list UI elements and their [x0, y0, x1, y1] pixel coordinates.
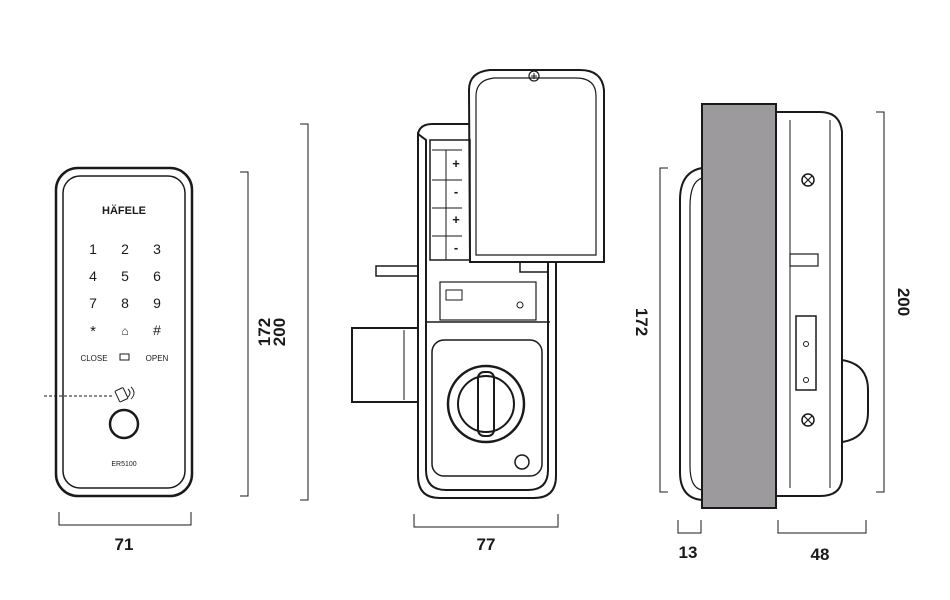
key-8: 8 — [121, 295, 129, 311]
thumb-turn-profile — [841, 359, 869, 443]
open-label: OPEN — [146, 354, 169, 363]
thumb-turn-outer — [446, 364, 526, 444]
rear-width-dim-bracket — [413, 514, 559, 528]
front-panel-profile — [679, 167, 703, 501]
rear-width-dim-label: 77 — [477, 535, 496, 554]
rear-view: + - + - 77 — [351, 69, 605, 554]
key-2: 2 — [121, 241, 129, 257]
key-hash: # — [153, 322, 161, 338]
switch-slot — [445, 289, 463, 301]
width-dim-bracket — [58, 512, 192, 526]
key-4: 4 — [89, 268, 97, 284]
rfid-card-icon — [114, 386, 135, 403]
fingerprint-sensor — [108, 408, 140, 440]
key-6: 6 — [153, 268, 161, 284]
close-label: CLOSE — [80, 354, 107, 363]
battery-plus-2: + — [452, 212, 460, 227]
outer-height-dim-label: 200 — [270, 318, 289, 346]
thumb-turn-plate — [431, 339, 543, 477]
rear-body-profile — [776, 111, 843, 497]
cover-screw-icon — [528, 70, 540, 82]
key-override-hole — [514, 454, 530, 470]
battery-compartment — [429, 139, 471, 261]
thickness-dim-bracket — [677, 520, 702, 534]
key-9: 9 — [153, 295, 161, 311]
model-label: ER5100 — [111, 461, 136, 468]
front-panel-inner — [62, 175, 186, 489]
latch-bar — [375, 265, 419, 277]
side-slot — [795, 315, 817, 391]
front-panel-outer — [54, 166, 194, 498]
small-screw — [516, 301, 524, 309]
side-view: 172 200 13 48 — [632, 103, 913, 564]
side-latch — [789, 253, 819, 267]
side-screw-top — [801, 173, 815, 187]
battery-cover — [467, 69, 605, 263]
thumb-turn-inner — [457, 375, 515, 433]
side-172-dim-label: 172 — [632, 308, 651, 336]
battery-minus-2: - — [454, 240, 458, 255]
key-3: 3 — [153, 241, 161, 257]
door-section — [701, 103, 777, 509]
inner-height-dim-bracket — [240, 171, 249, 497]
brand-logo: HÄFELE — [102, 204, 146, 217]
key-7: 7 — [89, 295, 97, 311]
rear-body-outline — [417, 132, 557, 499]
mechanism-compartment — [439, 281, 537, 321]
depth-dim-label: 48 — [811, 545, 830, 564]
side-200-dim-bracket — [876, 111, 885, 493]
front-view: HÄFELE 1 2 3 4 5 6 7 8 9 * ⌂ # CLOSE OPE… — [44, 123, 309, 554]
key-lock-icon: ⌂ — [121, 324, 128, 338]
thickness-dim-label: 13 — [679, 543, 698, 562]
card-icon — [119, 353, 130, 361]
width-dim-label: 71 — [115, 535, 134, 554]
battery-minus-1: - — [454, 184, 458, 199]
dead-bolt — [351, 327, 419, 403]
key-1: 1 — [89, 241, 97, 257]
battery-cover-inner — [475, 77, 597, 256]
battery-dividers — [432, 149, 462, 260]
side-200-dim-label: 200 — [894, 288, 913, 316]
thumb-turn-knob — [477, 371, 495, 437]
key-5: 5 — [121, 268, 129, 284]
rear-body-top — [417, 123, 470, 135]
outer-height-dim-bracket — [300, 123, 309, 501]
inner-height-dim-label: 172 — [255, 318, 274, 346]
key-star: * — [90, 323, 96, 340]
side-172-dim-bracket — [659, 167, 668, 493]
depth-dim-bracket — [777, 520, 867, 534]
cover-hinge — [519, 262, 549, 273]
battery-plus-1: + — [452, 156, 460, 171]
side-screw-bottom — [801, 413, 815, 427]
